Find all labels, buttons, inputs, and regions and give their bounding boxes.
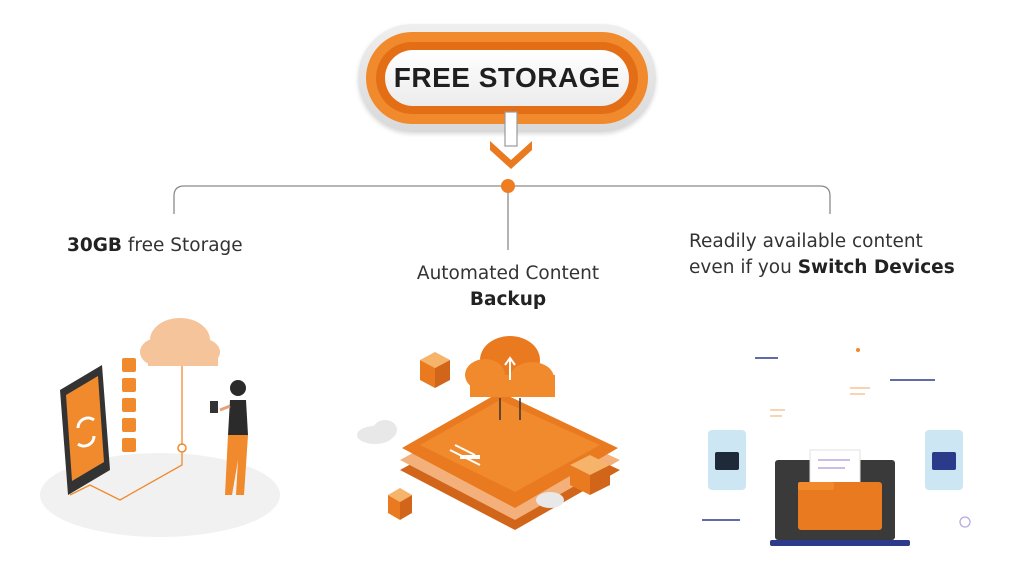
down-chevron-icon — [490, 141, 532, 169]
feature-backup-bold: Backup — [469, 289, 547, 310]
devices-illustration — [702, 348, 971, 546]
feature-devices-prefix: even if you — [689, 257, 798, 278]
page-title: FREE STORAGE — [393, 62, 621, 93]
feature-backup-label: Automated Content Backup — [388, 261, 628, 313]
person-figure — [210, 380, 248, 495]
backup-illustration — [357, 336, 620, 530]
title-pill: FREE STORAGE — [385, 50, 629, 106]
cloud-server-icon — [465, 336, 555, 397]
phone-sync-icon — [60, 365, 110, 495]
feature-storage-bold: 30GB — [67, 235, 123, 256]
feature-storage-label: 30GB free Storage — [67, 233, 243, 259]
feature-storage-text: free Storage — [122, 235, 243, 256]
feature-devices-line1: Readily available content — [689, 231, 923, 252]
tablet-folder-icon-right — [925, 430, 963, 490]
junction-dot — [501, 179, 515, 193]
feature-backup-line1: Automated Content — [416, 263, 600, 284]
laptop-folder-icon — [770, 449, 910, 546]
tablet-folder-icon — [708, 430, 746, 490]
phone-sync-illustration — [40, 318, 280, 537]
feature-devices-bold: Switch Devices — [797, 257, 955, 278]
feature-devices-label: Readily available content even if you Sw… — [689, 229, 955, 281]
cloud-icon — [140, 318, 220, 366]
